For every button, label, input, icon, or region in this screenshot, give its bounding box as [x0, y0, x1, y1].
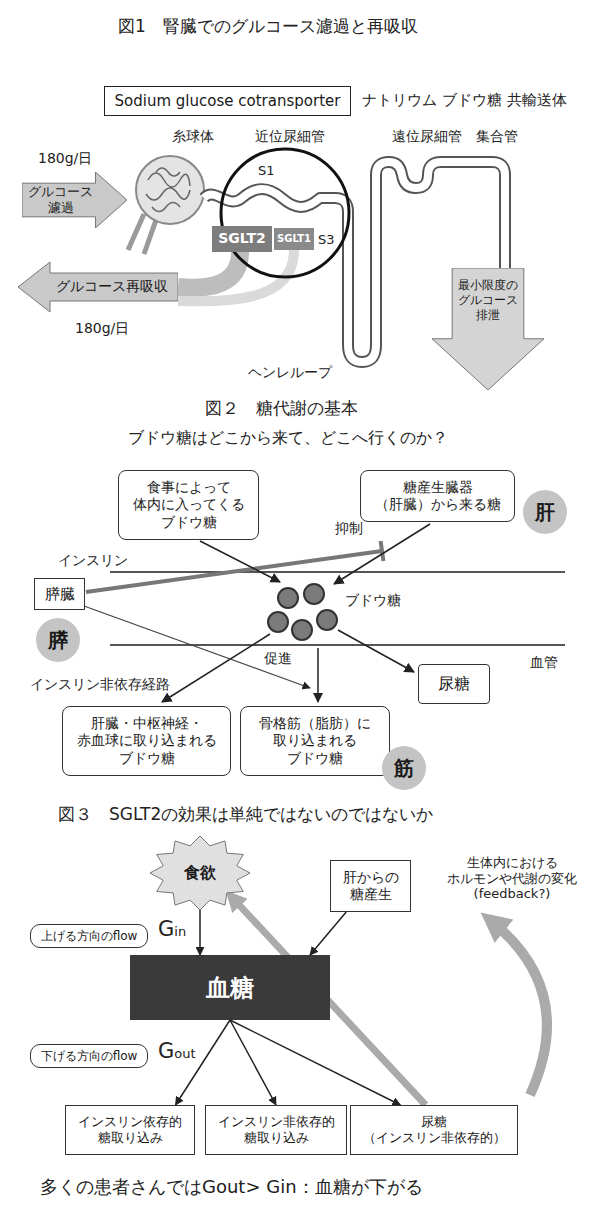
process-box: インスリン依存的 糖取り込み	[65, 1105, 195, 1155]
node-text: 肝からの 糖産生	[341, 869, 401, 904]
quantity: 180g/日	[38, 150, 92, 167]
outcome-box: 肝臓・中枢神経・ 赤血球に取り込まれる ブドウ糖	[62, 706, 231, 776]
part-name: 近位尿細管	[255, 128, 325, 145]
node-text: 骨格筋（脂肪）に 取り込まれる ブドウ糖	[257, 715, 373, 768]
flow-arrow-shape: グルコース再吸収	[18, 262, 178, 312]
organ-circle: 肝	[523, 490, 567, 534]
node-text: 尿糖 （インスリン非依存的）	[361, 1114, 508, 1147]
process-box: インスリン非依存的 糖取り込み	[205, 1105, 347, 1155]
glomerulus	[136, 156, 204, 224]
flow-arrow-shape: グルコース 濾過	[22, 172, 127, 228]
flow-connector	[199, 904, 201, 955]
glucose-molecules	[268, 584, 337, 640]
arrow-outline	[22, 172, 127, 228]
subtitle: ブドウ糖はどこから来て、どこへ行くのか？	[128, 428, 448, 447]
node-text: グルコース 濾過	[26, 184, 95, 217]
hormone-name: インスリン	[58, 552, 128, 569]
inhibition-bar	[381, 541, 384, 561]
node-text: 食欲	[184, 863, 216, 883]
part-name: ヘンレループ	[248, 364, 332, 381]
effect-label: 促進	[262, 650, 294, 667]
flow-connector	[230, 1020, 400, 1105]
node-text: 血糖	[206, 973, 254, 1003]
part-name: 遠位尿細管	[392, 128, 462, 145]
reabsorption-band	[178, 252, 240, 288]
flow-connector	[310, 912, 346, 955]
organ-circle: 筋	[382, 746, 426, 790]
part-name: 血管	[530, 654, 558, 671]
organ-circle: 膵	[36, 618, 80, 662]
vessel-wall	[110, 571, 565, 573]
node-text: Sodium glucose cotransporter	[115, 92, 341, 111]
figure-title: 図２ 糖代謝の基本	[205, 398, 358, 418]
transporter-box: SGLT2	[212, 226, 272, 252]
term-translation: ナトリウム ブドウ糖 共輸送体	[362, 91, 567, 109]
outcome-box: 尿糖	[418, 664, 490, 704]
highlight-circle	[221, 149, 349, 277]
figure-title: 図1 腎臓でのグルコース濾過と再吸収	[118, 16, 418, 36]
flow-connector	[176, 1020, 231, 1105]
promotion-arrow	[84, 606, 310, 688]
node-text: SGLT2	[218, 230, 265, 248]
source-box: 食事によって 体内に入ってくる ブドウ糖	[118, 470, 259, 540]
node-text: インスリン依存的 糖取り込み	[76, 1114, 184, 1147]
node-text: グルコース再吸収	[56, 278, 168, 296]
feedback-arrow	[490, 920, 547, 1095]
process-box: 肝からの 糖産生	[330, 860, 411, 912]
molecule-name: ブドウ糖	[345, 592, 401, 609]
flow-arrow-shape: 最小限度の グルコース 排泄	[432, 268, 544, 390]
effect-label: 抑制	[335, 520, 363, 537]
quantity: 180g/日	[75, 320, 129, 337]
segment-name: S3	[318, 232, 335, 248]
flow-symbol: Gout	[158, 1040, 196, 1063]
note: 生体内における ホルモンや代謝の変化 (feedback?)	[445, 855, 579, 902]
node-text: 下げる方向のflow	[41, 1049, 138, 1064]
source-box: 糖産生臓器 （肝臓）から来る糖	[360, 470, 515, 522]
node-text: インスリン非依存的 糖取り込み	[216, 1114, 337, 1147]
node-text: 肝	[535, 500, 555, 525]
flow-arrow	[162, 524, 430, 702]
pathway-name: インスリン非依存経路	[30, 676, 170, 693]
organ-box: 膵臓	[34, 578, 85, 610]
blood-vessel	[128, 214, 156, 254]
outcome-box: 骨格筋（脂肪）に 取り込まれる ブドウ糖	[240, 706, 390, 776]
flow-tag: 下げる方向のflow	[30, 1044, 148, 1068]
node-text: 最小限度の グルコース 排泄	[456, 278, 520, 323]
vessel-wall	[110, 644, 565, 646]
node-text: 上げる方向のflow	[41, 929, 138, 944]
node-text: 膵臓	[45, 585, 75, 604]
figure-title: 図３ SGLT2の効果は単純ではないのではないか	[58, 804, 433, 824]
node-text: 尿糖	[438, 674, 470, 694]
flow-tag: 上げる方向のflow	[30, 924, 148, 948]
caption: 多くの患者さんではGout> Gin：血糖が下がる	[40, 1176, 423, 1198]
node-text: 糖産生臓器 （肝臓）から来る糖	[373, 479, 503, 514]
process-box: 尿糖 （インスリン非依存的）	[350, 1105, 518, 1155]
flow-symbol: Gin	[158, 918, 186, 941]
capillary-tuft	[146, 168, 190, 212]
node-text: 筋	[394, 756, 414, 781]
part-name: 糸球体	[172, 128, 214, 145]
inhibition-line	[86, 551, 382, 592]
transporter-box: SGLT1	[274, 228, 314, 250]
segment-name: S1	[258, 163, 275, 179]
term-box: Sodium glucose cotransporter	[104, 86, 351, 116]
starburst: 食欲	[150, 836, 250, 910]
node-text: SGLT1	[277, 233, 311, 246]
flow-connector	[230, 1020, 276, 1105]
part-name: 集合管	[476, 128, 518, 145]
node-text: 膵	[48, 628, 68, 653]
node-text: 食事によって 体内に入ってくる ブドウ糖	[131, 479, 247, 532]
node-text: 肝臓・中枢神経・ 赤血球に取り込まれる ブドウ糖	[75, 715, 219, 768]
blood-glucose-box: 血糖	[130, 955, 330, 1020]
